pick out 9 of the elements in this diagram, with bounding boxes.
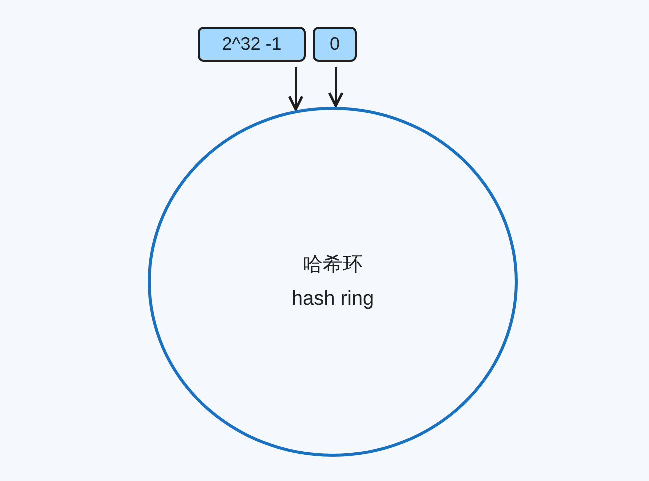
- hash-ring-circle: [148, 107, 518, 457]
- value-box: [198, 27, 306, 62]
- node-label: 0: [330, 33, 340, 56]
- arrow: [288, 67, 304, 111]
- value-box: [313, 27, 357, 62]
- node-label: 2^32 -1: [222, 33, 282, 56]
- arrow: [328, 67, 344, 108]
- node-label: hash ring: [292, 287, 374, 312]
- node-label: 哈希环: [303, 253, 363, 278]
